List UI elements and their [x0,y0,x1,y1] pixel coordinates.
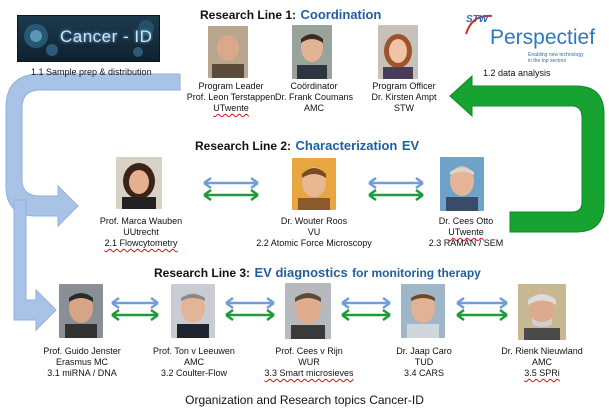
figure-caption: Organization and Research topics Cancer-… [185,393,424,407]
stw-swoosh-icon [465,14,493,35]
photo-jenster [59,284,103,338]
cancer-id-caption: 1.1 Sample prep & distribution [31,67,152,77]
cancer-id-logo-text: Cancer - ID [60,27,153,46]
photo-rijn [285,283,331,339]
photo-terstappen [208,26,248,78]
photo-otto [440,157,484,211]
perspectief-caption: 1.2 data analysis [483,68,551,78]
double-arrow-roos-otto [368,176,424,202]
research-line-2-heading: Research Line 2: Characterization EV [195,138,420,153]
research-line-3-heading: Research Line 3: EV diagnostics for moni… [154,265,481,280]
person-caro: Dr. Jaap Caro TUD 3.4 CARS [396,346,452,378]
person-roos: Dr. Wouter Roos VU 2.2 Atomic Force Micr… [256,216,372,248]
photo-nieuwland [518,284,566,340]
green-flow-arrow [449,74,605,233]
double-arrow-rijn-caro [341,296,391,322]
perspectief-tagline: Enabling new technology in the top secto… [528,52,584,64]
stw-mark: STW [466,14,489,25]
cancer-id-logo: Cancer - ID [17,15,160,62]
photo-roos [292,158,336,210]
person-otto: Dr. Cees Otto UTwente 2.3 RAMAN / SEM [428,216,504,248]
blue-flow-arrow-lower [13,199,57,332]
perspectief-logo: STW Perspectief Enabling new technology … [462,10,602,70]
person-rijn: Prof. Cees v Rijn WUR 3.3 Smart microsie… [264,346,354,378]
person-ampt: Program Officer Dr. Kirsten Ampt STW [371,81,437,113]
cells-graphic [24,20,154,57]
perspectief-wordmark: Perspectief [490,26,596,49]
photo-coumans [292,25,332,79]
person-wauben: Prof. Marca Wauben UUtrecht 2.1 Flowcyto… [99,216,183,248]
double-arrow-jenster-leeuwen [111,296,159,322]
person-terstappen: Program Leader Prof. Leon Terstappen UTw… [186,81,276,113]
photo-leeuwen [171,284,215,338]
research-line-1-heading: Research Line 1: Coordination [200,7,382,22]
double-arrow-caro-nieuwland [456,296,508,322]
double-arrow-wauben-roos [203,176,259,202]
person-nieuwland: Dr. Rienk Nieuwland AMC 3.5 SPRi [501,346,583,378]
photo-wauben [116,157,162,209]
person-jenster: Prof. Guido Jenster Erasmus MC 3.1 miRNA… [43,346,121,378]
person-leeuwen: Prof. Ton v Leeuwen AMC 3.2 Coulter-Flow [153,346,235,378]
photo-ampt [378,25,418,79]
person-coumans: Coördinator Dr. Frank Coumans AMC [274,81,354,113]
double-arrow-leeuwen-rijn [225,296,275,322]
photo-caro [401,284,445,338]
